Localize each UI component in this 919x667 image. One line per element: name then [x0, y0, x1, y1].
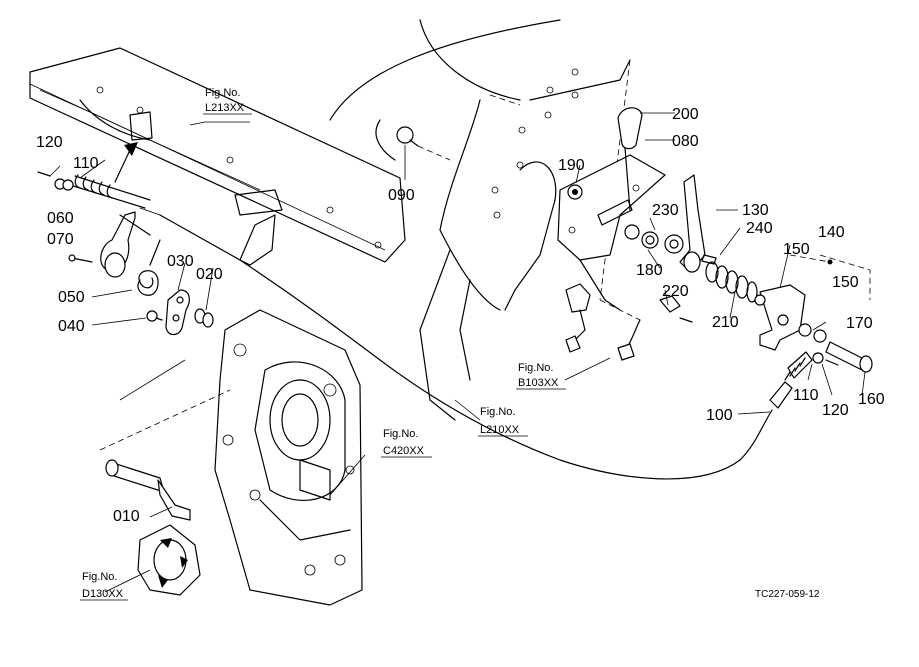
label-140: 140	[818, 224, 845, 241]
label-240: 240	[746, 220, 773, 237]
lever-130	[679, 174, 706, 273]
label-180: 180	[636, 262, 663, 279]
label-190: 190	[558, 157, 585, 174]
fig-code-b103: B103XX	[518, 377, 559, 389]
figure-refs: Fig.No. L213XX Fig.No. B103XX Fig.No. L2…	[80, 87, 566, 601]
spring-210	[705, 261, 758, 303]
label-090: 090	[388, 187, 415, 204]
label-100: 100	[706, 407, 733, 424]
shaft-010	[99, 389, 231, 521]
label-110-left: 110	[73, 155, 99, 172]
bolt-160	[798, 323, 873, 373]
bracket-140	[754, 254, 871, 351]
label-050: 050	[58, 289, 85, 306]
fig-label-b103: Fig.No.	[518, 362, 553, 374]
label-120-right: 120	[822, 402, 849, 419]
fig-code-c420: C420XX	[383, 445, 425, 457]
knob-200	[617, 107, 643, 211]
linkage-left	[37, 142, 214, 401]
label-070: 070	[47, 231, 74, 248]
switch-220	[565, 283, 693, 361]
label-170: 170	[846, 315, 873, 332]
fig-label-c420: Fig.No.	[383, 428, 418, 440]
washers-180-230	[624, 224, 684, 254]
label-130: 130	[742, 202, 769, 219]
frame-chassis	[29, 47, 406, 266]
bracket-080	[557, 154, 666, 311]
transmission-housing	[214, 309, 363, 606]
label-220: 220	[662, 283, 689, 300]
label-150-right: 150	[832, 274, 859, 291]
fig-code-l213: L213XX	[205, 102, 245, 114]
nut-190	[567, 184, 583, 200]
fig-label-l213: Fig.No.	[205, 87, 240, 99]
part-labels: 120 110 060 070 050 040 030 020 010 090 …	[36, 106, 885, 525]
label-160: 160	[858, 391, 885, 408]
label-020: 020	[196, 266, 223, 283]
cable-100	[139, 207, 813, 480]
label-110-right: 110	[793, 387, 819, 404]
label-030: 030	[167, 253, 194, 270]
fender-frame	[329, 19, 631, 421]
label-210: 210	[712, 314, 739, 331]
label-080: 080	[672, 133, 699, 150]
drawing-code: TC227-059-12	[755, 589, 820, 600]
label-060: 060	[47, 210, 74, 227]
fig-label-l210: Fig.No.	[480, 406, 515, 418]
pin-240	[701, 254, 717, 265]
label-120-left: 120	[36, 134, 63, 151]
fig-label-d130: Fig.No.	[82, 571, 117, 583]
fig-code-l210: L210XX	[480, 424, 520, 436]
label-010: 010	[113, 508, 140, 525]
bolt-090	[375, 119, 451, 161]
label-150-top: 150	[783, 241, 810, 258]
label-040: 040	[58, 318, 85, 335]
leader-lines	[49, 112, 866, 593]
fig-code-d130: D130XX	[82, 588, 124, 600]
label-200: 200	[672, 106, 699, 123]
gear-d130	[137, 524, 201, 596]
label-230: 230	[652, 202, 679, 219]
